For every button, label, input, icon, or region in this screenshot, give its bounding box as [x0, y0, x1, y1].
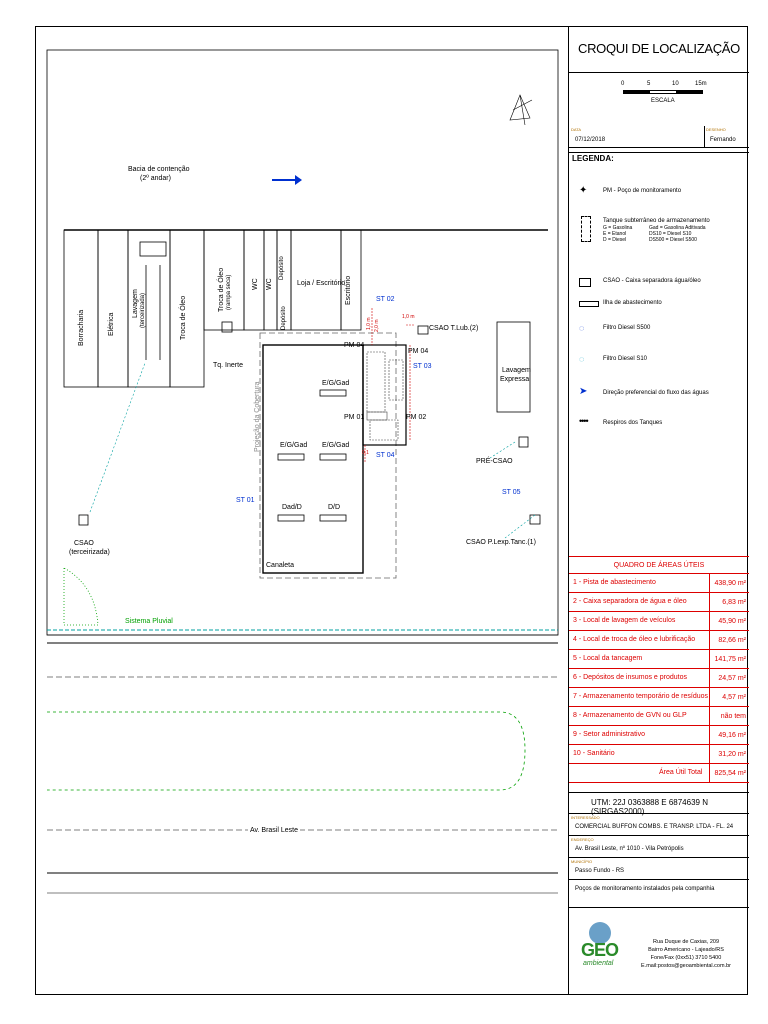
tank-icon: [581, 216, 591, 242]
csao-tlub-label: CSAO T.Lub.(2): [429, 325, 479, 332]
separator-box-icon: [579, 278, 591, 287]
geo-logo: GEO ambiental: [581, 922, 621, 970]
drawer-label: DESENHO: [706, 127, 726, 132]
bacia-sub-label: (2º andar): [140, 175, 171, 182]
monitoring-well-icon: ✦: [579, 185, 588, 196]
room-eletrica: Elétrica: [108, 312, 115, 336]
flow-direction-arrow: [272, 175, 302, 185]
flow-arrow-icon: ➤: [579, 386, 588, 397]
scale-tick-10: 10: [672, 81, 679, 87]
dim-label-3: 1,0 m: [366, 317, 372, 330]
island-label-1: E/G/Gad: [322, 380, 350, 387]
area-row: 4 - Local de troca de óleo e lubrificaçã…: [569, 631, 749, 650]
scale-tick-15: 15m: [695, 81, 707, 87]
cobertura-label: Projeção da Cobertura: [254, 381, 261, 452]
filter-s500-icon: ◌: [579, 323, 585, 333]
room-troca-oleo-rampa: Troca de Óleo: [218, 267, 225, 312]
company-contact: Rua Duque de Caxias, 209 Bairro American…: [641, 939, 731, 969]
room-deposito-2: Depósito: [281, 306, 287, 330]
room-deposito-1: Depósito: [279, 256, 285, 280]
title-block: CROQUI DE LOCALIZAÇÃO 0 5 10 15m ESCALA …: [568, 26, 749, 995]
map-border: [46, 49, 559, 636]
drawer-value: Fernando: [710, 137, 736, 143]
scale-label: ESCALA: [651, 98, 675, 104]
island-label-2: E/G/Gad: [280, 442, 308, 449]
client-address: Av. Brasil Leste, nº 1010 - Vila Petrópo…: [575, 846, 684, 852]
room-wc-1: WC: [252, 278, 259, 290]
north-arrow-icon: [509, 94, 533, 126]
island-label-4: Dad/D: [282, 504, 302, 511]
pm-label-2: PM 04: [408, 348, 429, 355]
room-loja: Loja / Escritório: [297, 280, 346, 287]
st-label-1: ST 01: [236, 497, 255, 504]
areas-table: QUADRO DE ÁREAS ÚTEIS 1 - Pista de abast…: [569, 556, 749, 783]
st-label-5: ST 05: [502, 489, 521, 496]
fuel-islands: [277, 389, 347, 522]
csao-terc-label: CSAO: [74, 540, 94, 547]
date-label: DATA: [571, 127, 582, 132]
island-label-5: D/D: [328, 504, 341, 511]
dim-label-1: 1,0 m: [402, 314, 415, 320]
areas-title: QUADRO DE ÁREAS ÚTEIS: [569, 556, 749, 574]
fuel-island-icon: [579, 301, 599, 307]
drawing-title: CROQUI DE LOCALIZAÇÃO: [569, 26, 749, 73]
scale-bar: 0 5 10 15m ESCALA: [569, 72, 749, 153]
area-row: 7 - Armazenamento temporário de resíduos…: [569, 688, 749, 707]
date-value: 07/12/2018: [575, 137, 606, 143]
dim-label-4: 0,1: [362, 450, 369, 456]
room-borracharia: Borracharia: [78, 309, 85, 346]
vent-icon: ••••: [579, 416, 589, 426]
client-name: COMERCIAL BUFFON COMBS. E TRANSP. LTDA -…: [575, 824, 734, 830]
client-note: Poços de monitoramento instalados pela c…: [575, 886, 715, 892]
room-rampa-seca: (rampa seca): [226, 274, 232, 310]
bacia-label: Bacia de contenção: [128, 166, 190, 173]
room-lavagem-sub: (terceirizada): [140, 292, 146, 328]
avenue-label: Av. Brasil Leste: [248, 827, 300, 834]
tq-inerte-label: Tq. Inerte: [213, 362, 243, 369]
utm-coordinates: UTM: 22J 0363888 E 6874639 N (SIRGAS2000…: [591, 798, 708, 816]
room-escritorio: Escritório: [345, 275, 352, 305]
room-troca-oleo: Troca de Óleo: [180, 295, 187, 340]
scale-tick-0: 0: [621, 81, 625, 87]
client-city: Passo Fundo - RS: [575, 868, 625, 874]
st-label-2: ST 02: [376, 296, 395, 303]
pm-label-3: PM 01: [344, 414, 365, 421]
island-label-3: E/G/Gad: [322, 442, 350, 449]
filter-s10-icon: ◌: [579, 354, 585, 364]
scale-tick-5: 5: [647, 81, 651, 87]
csao-plexp-label: CSAO P.Lexp.Tanc.(1): [466, 539, 536, 546]
pm-label-1: PM 04: [344, 342, 365, 349]
dim-label-2: 2,0 m: [374, 319, 380, 332]
pluvial-label: Sistema Pluvial: [125, 618, 173, 625]
room-lavagem: Lavagem: [132, 289, 139, 318]
pm-label-4: PM 02: [406, 414, 427, 421]
lavagem-expressa-sub-label: Expressa: [500, 376, 530, 383]
drawing-frame: [35, 26, 748, 995]
pre-csao-label: PRÉ-CSAO: [476, 458, 513, 465]
st-label-3: ST 03: [413, 363, 432, 370]
globe-icon: [589, 922, 611, 944]
buildings: [63, 229, 362, 388]
csao-terc-sub-label: (terceirizada): [69, 549, 110, 556]
st-label-4: ST 04: [376, 452, 395, 459]
lavagem-expressa-label: Lavagem: [502, 367, 531, 374]
legend-title: LEGENDA:: [572, 154, 614, 163]
room-wc-2: WC: [266, 278, 273, 290]
canaleta-label: Canaleta: [266, 562, 295, 569]
